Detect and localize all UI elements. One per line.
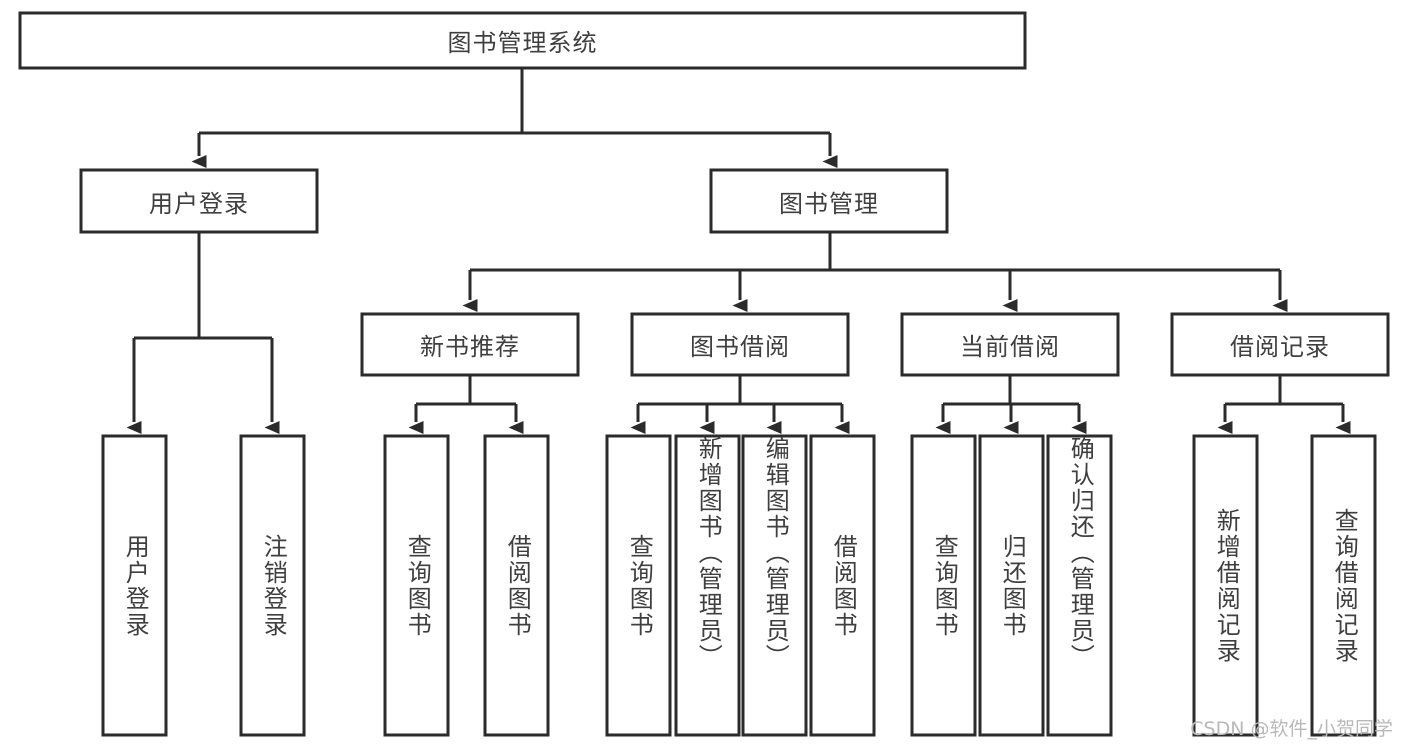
node-borrow-record[interactable] — [1170, 312, 1390, 377]
node-leaf-query-book-1[interactable] — [383, 434, 450, 737]
node-leaf-borrow-book-1[interactable] — [483, 434, 550, 737]
node-current-borrow[interactable] — [900, 312, 1120, 377]
node-user-login[interactable] — [79, 168, 319, 234]
node-book-borrow[interactable] — [630, 312, 850, 377]
node-book-manage[interactable] — [709, 168, 949, 234]
node-leaf-borrow-book-2[interactable] — [809, 434, 876, 737]
node-new-book-rec[interactable] — [360, 312, 580, 377]
node-leaf-return-book[interactable] — [978, 434, 1045, 737]
csdn-watermark: CSDN @软件_小贺同学 — [1190, 718, 1393, 740]
node-root[interactable] — [18, 11, 1027, 70]
node-leaf-query-book-3[interactable] — [910, 434, 977, 737]
node-leaf-query-book-2[interactable] — [605, 434, 672, 737]
node-leaf-confirm-return[interactable] — [1046, 434, 1113, 737]
node-leaf-edit-book[interactable] — [741, 434, 808, 737]
connectors — [126, 68, 1351, 434]
node-leaf-query-record[interactable] — [1310, 434, 1377, 737]
node-leaf-add-book[interactable] — [674, 434, 741, 737]
node-boxes — [18, 11, 1390, 737]
node-leaf-user-login[interactable] — [101, 434, 168, 737]
node-leaf-user-logout[interactable] — [239, 434, 306, 737]
node-leaf-add-record[interactable] — [1192, 434, 1259, 737]
